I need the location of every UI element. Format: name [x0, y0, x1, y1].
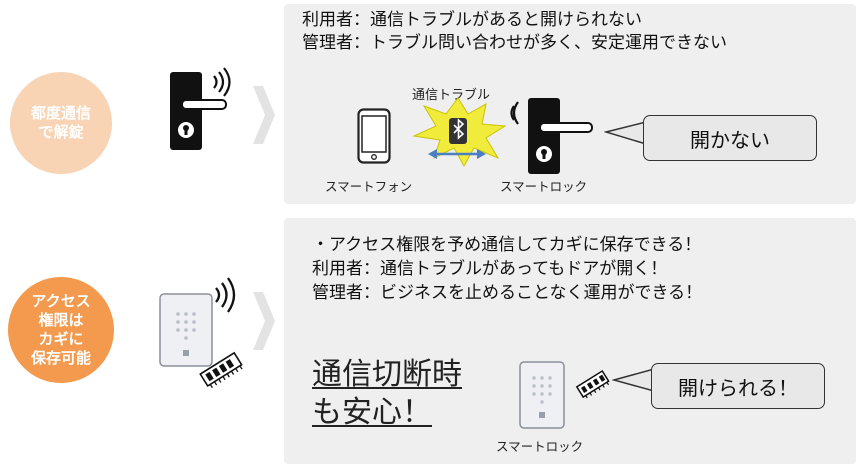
permission-stored-label: アクセス 権限は カギに 保存可能 [30, 292, 91, 367]
bubble-cannot-open-text: 開かない [690, 127, 770, 152]
speech-pointer-2 [612, 368, 655, 392]
smartphone-caption: スマートフォン [325, 179, 413, 194]
keypad-lock-memory-icon [519, 361, 610, 429]
chevron-right-icon-2 [253, 292, 275, 350]
communication-trouble-burst-icon [412, 97, 507, 168]
smart-lock-handle-icon [510, 98, 593, 174]
smart-lock-caption-1: スマートロック [500, 179, 588, 194]
bubble-can-open-text: 開けられる！ [678, 375, 798, 400]
solution-line-store: ・アクセス権限を予め通信してカギに保存できる！ [312, 235, 702, 255]
door-handle-lock-icon [170, 67, 231, 150]
reassurance-line-2: も安心！ [312, 395, 432, 430]
reassurance-line-1: 通信切断時 [312, 357, 462, 392]
bubble-cannot-open: 開かない [643, 115, 817, 161]
bubble-can-open: 開けられる！ [651, 363, 825, 409]
unlock-each-time-label: 都度通信 で解錠 [30, 104, 91, 141]
problem-line-admin: 管理者：トラブル問い合わせが多く、安定運用できない [302, 33, 727, 53]
permission-stored-circle: アクセス 権限は カギに 保存可能 [8, 277, 114, 383]
smart-lock-caption-2: スマートロック [496, 439, 584, 454]
problem-line-user: 利用者：通信トラブルがあると開けられない [302, 10, 642, 30]
smartphone-icon [357, 108, 391, 164]
solution-line-user: 利用者：通信トラブルがあってもドアが開く！ [312, 259, 668, 279]
panel-problem [284, 4, 856, 204]
solution-line-admin: 管理者：ビジネスを止めることなく運用ができる！ [312, 283, 703, 303]
trouble-label: 通信トラブル [412, 88, 491, 103]
keypad-lock-wireless-icon [159, 277, 243, 389]
reassurance-heading: 通信切断時 も安心！ [312, 356, 462, 432]
panel-solution [284, 218, 856, 464]
unlock-each-time-circle: 都度通信 で解錠 [10, 72, 112, 174]
chevron-right-icon [253, 86, 275, 144]
speech-pointer-1 [604, 121, 647, 146]
